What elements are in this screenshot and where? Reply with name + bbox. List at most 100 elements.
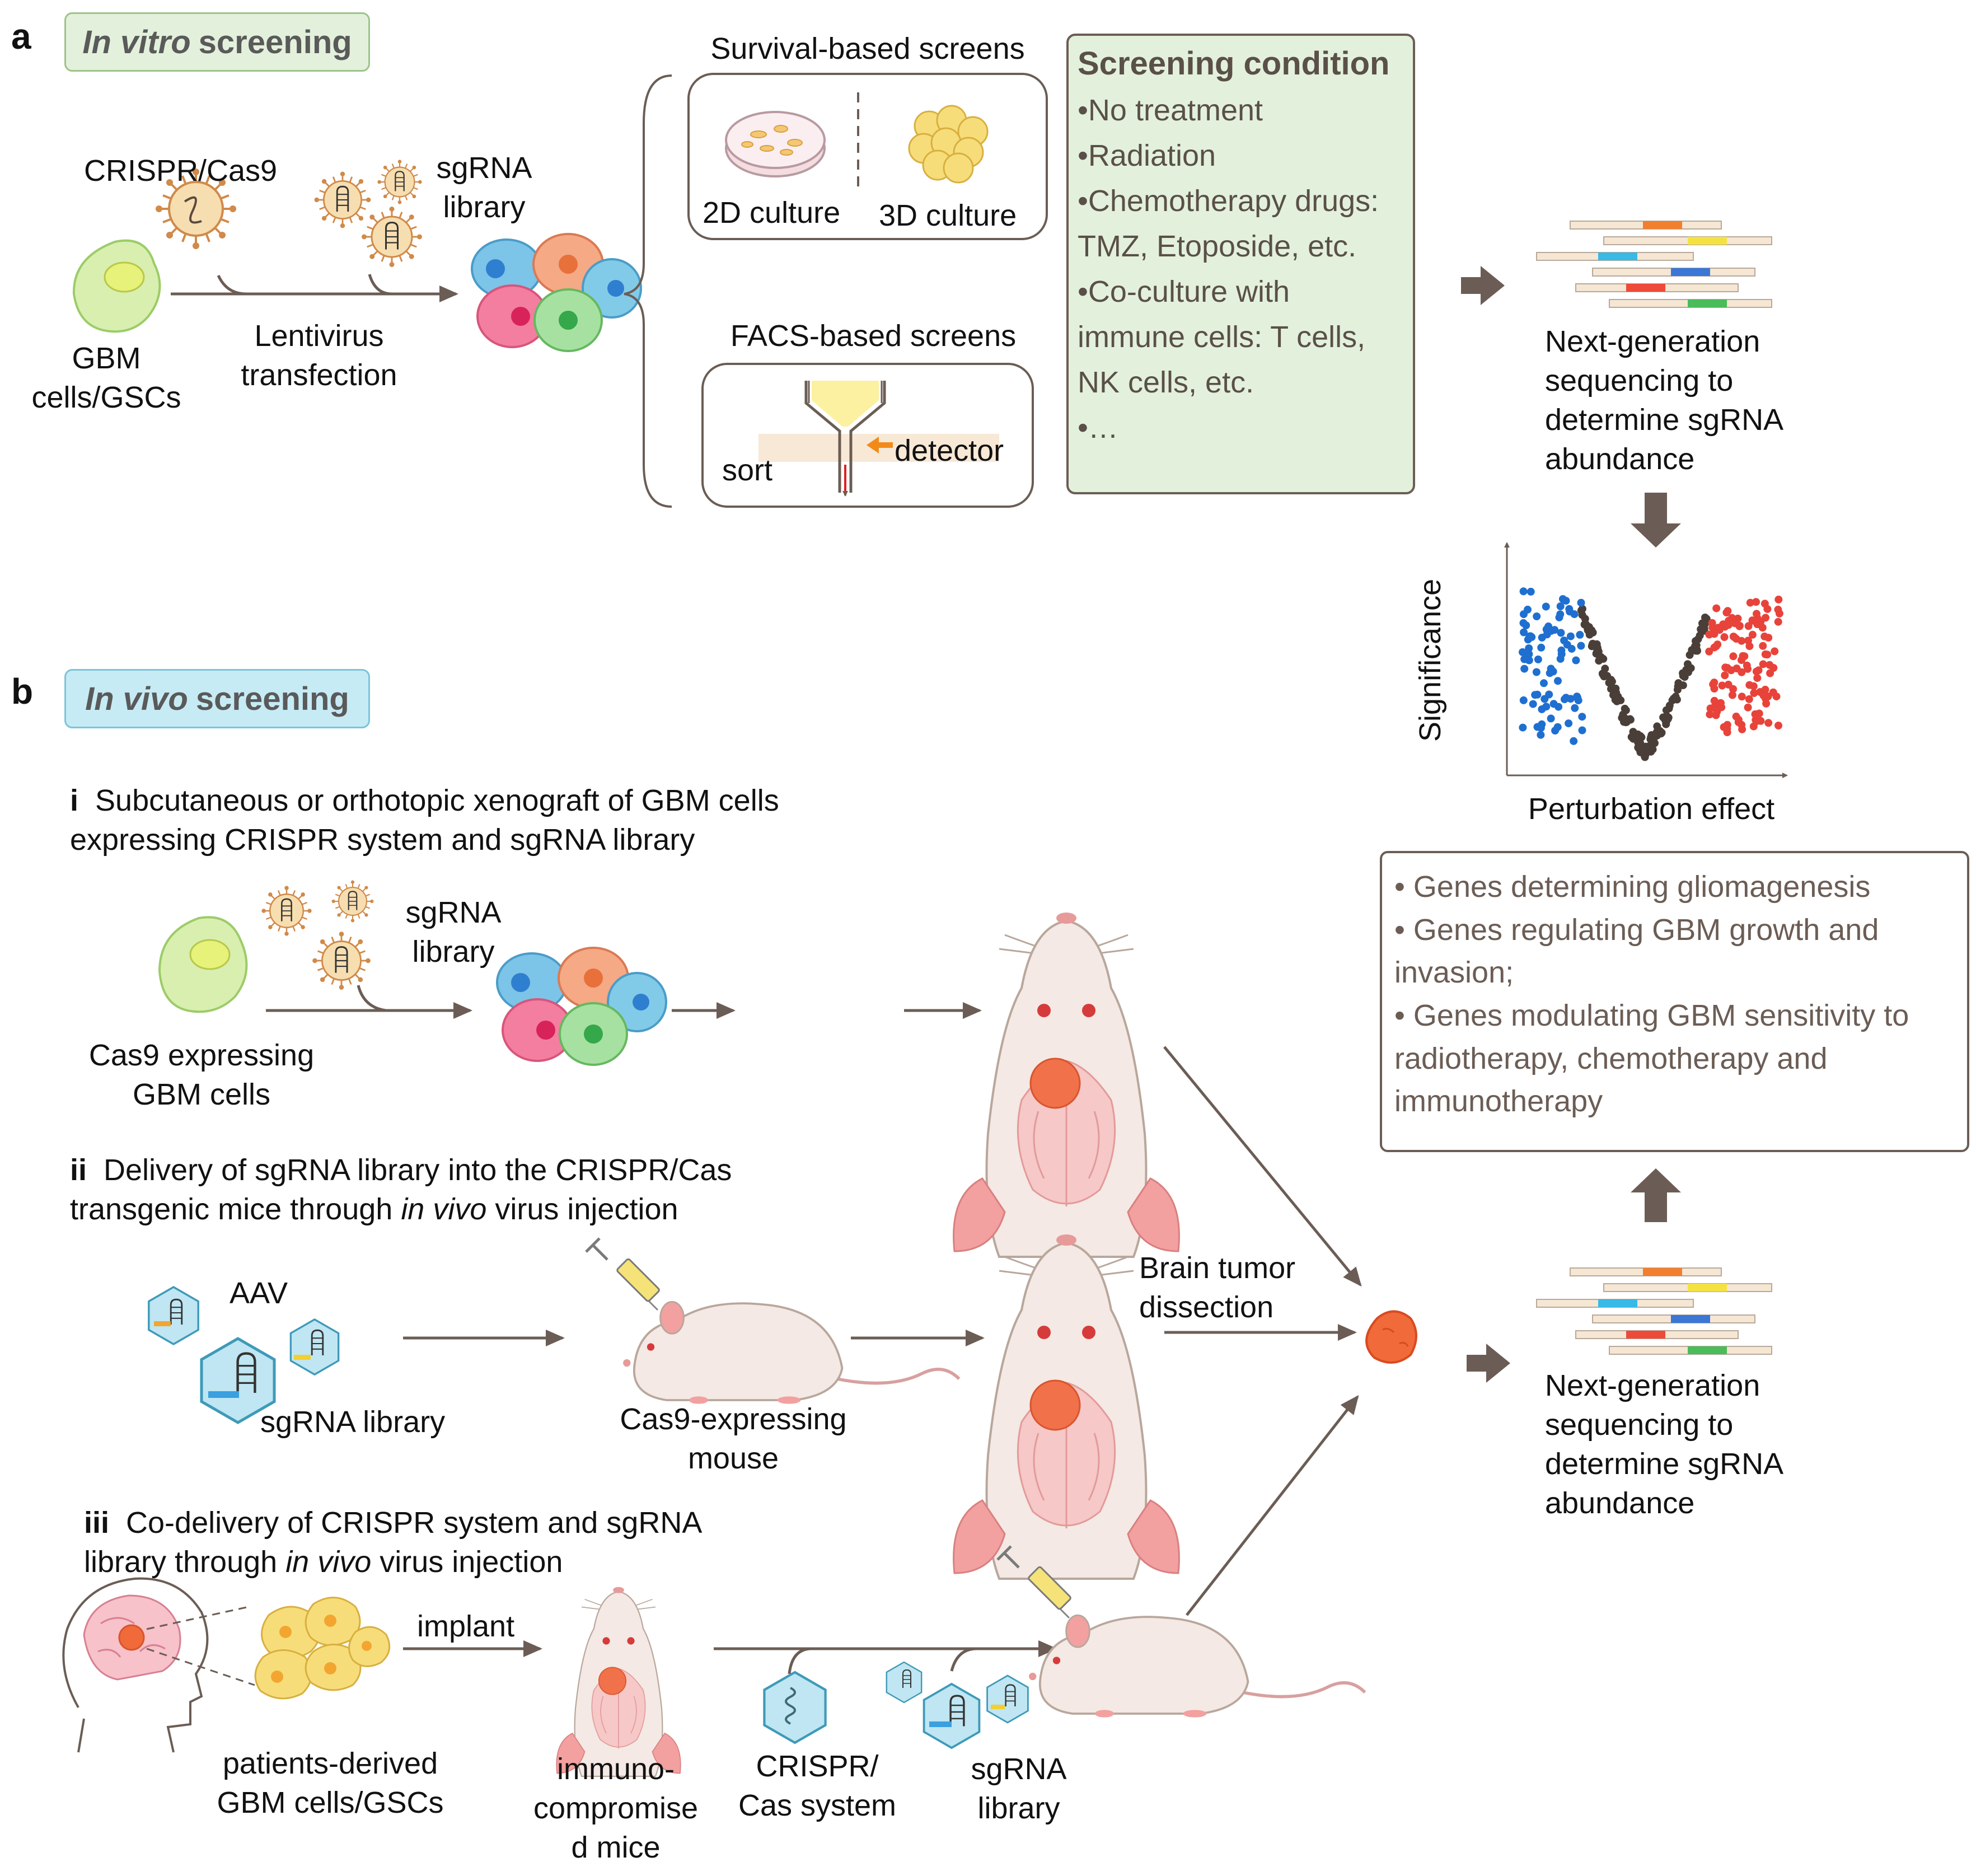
volcano-point bbox=[1748, 630, 1757, 639]
to-ngs-arrow-b bbox=[1467, 1344, 1510, 1383]
patients-1: patients-derived bbox=[222, 1747, 438, 1780]
volcano-point bbox=[1538, 633, 1546, 642]
cas9-mouse-2: mouse bbox=[687, 1442, 779, 1475]
volcano-point bbox=[1577, 598, 1585, 607]
volcano-point bbox=[1706, 710, 1714, 719]
results-box: • Genes determining gliomagenesis • Gene… bbox=[1380, 851, 1969, 1152]
volcano-points bbox=[1519, 587, 1783, 761]
volcano-point bbox=[1721, 671, 1729, 680]
human-head-icon bbox=[62, 1577, 209, 1753]
dissection-2: dissection bbox=[1139, 1290, 1274, 1324]
volcano-point bbox=[1542, 625, 1551, 634]
volcano-point bbox=[1527, 632, 1535, 640]
volcano-point bbox=[1718, 681, 1726, 690]
volcano-point bbox=[1759, 642, 1767, 650]
volcano-point bbox=[1570, 610, 1579, 619]
volcano-point bbox=[1570, 737, 1578, 745]
cas9-gbm-2: GBM cells bbox=[132, 1078, 271, 1111]
panel-a-letter: a bbox=[11, 16, 31, 57]
sgrna-label-2: library bbox=[443, 190, 526, 224]
implant-label: implant bbox=[417, 1610, 515, 1643]
volcano-point bbox=[1567, 644, 1576, 653]
badge-italic: In vivo bbox=[85, 680, 188, 717]
panel-b-letter: b bbox=[11, 671, 34, 712]
volcano-point bbox=[1751, 710, 1759, 718]
patients-2: GBM cells/GSCs bbox=[217, 1786, 444, 1819]
volcano-point bbox=[1728, 691, 1736, 699]
gbm-label-2: cells/GSCs bbox=[31, 381, 181, 414]
row-ii-italic: in vivo bbox=[401, 1192, 487, 1226]
row-iii-line2b: virus injection bbox=[371, 1545, 563, 1579]
ngs-b-line: determine sgRNA bbox=[1545, 1447, 1784, 1481]
volcano-point bbox=[1752, 667, 1760, 676]
volcano-point bbox=[1584, 626, 1592, 634]
volcano-point bbox=[1735, 622, 1744, 630]
volcano-point bbox=[1723, 728, 1731, 737]
volcano-axes bbox=[1504, 542, 1788, 778]
sgrna-virus-icons-i bbox=[261, 879, 374, 991]
volcano-point bbox=[1608, 685, 1617, 693]
volcano-point bbox=[1578, 726, 1586, 735]
volcano-point bbox=[1554, 677, 1562, 685]
volcano-point bbox=[1743, 661, 1751, 670]
volcano-point bbox=[1772, 693, 1781, 701]
sgrna-virus-icons bbox=[313, 159, 423, 268]
sgrna-iii-1: sgRNA bbox=[971, 1752, 1067, 1786]
volcano-point bbox=[1774, 605, 1782, 614]
screening-condition-box: Screening condition •No treatment •Radia… bbox=[1066, 34, 1415, 494]
badge-rest: screening bbox=[195, 680, 349, 717]
volcano-point bbox=[1760, 600, 1769, 608]
dissection-1: Brain tumor bbox=[1139, 1251, 1296, 1285]
volcano-point bbox=[1533, 612, 1541, 620]
volcano-point bbox=[1540, 679, 1548, 687]
ngs-a-line: sequencing to bbox=[1545, 364, 1734, 397]
sgrna-label-1: sgRNA bbox=[436, 151, 532, 185]
cas9-gbm-cell-icon bbox=[158, 916, 248, 1013]
injected-mouse-icon bbox=[1029, 1615, 1365, 1717]
immuno-3: d mice bbox=[571, 1831, 661, 1864]
sort-label: sort bbox=[722, 453, 773, 487]
volcano-point bbox=[1679, 672, 1687, 680]
crispr-cas-1: CRISPR/ bbox=[756, 1749, 879, 1783]
row-iii-line2a: library through bbox=[84, 1545, 286, 1579]
ngs-a-line: determine sgRNA bbox=[1545, 403, 1784, 437]
condition-line: •No treatment bbox=[1078, 93, 1263, 127]
cell-cluster-icon bbox=[471, 233, 642, 352]
volcano-point bbox=[1633, 732, 1641, 740]
row-ii-line1: Delivery of sgRNA library into the CRISP… bbox=[104, 1153, 732, 1187]
volcano-point bbox=[1520, 628, 1528, 637]
condition-line: •… bbox=[1078, 411, 1118, 445]
row-ii-title-2: transgenic mice through in vivo virus in… bbox=[70, 1190, 678, 1229]
volcano-point bbox=[1745, 642, 1754, 651]
volcano-point bbox=[1759, 660, 1767, 668]
volcano-point bbox=[1715, 626, 1724, 634]
volcano-point bbox=[1764, 634, 1773, 642]
volcano-point bbox=[1682, 666, 1691, 674]
condition-line: NK cells, etc. bbox=[1078, 366, 1254, 399]
volcano-point bbox=[1710, 685, 1719, 693]
cas9-gbm-1: Cas9 expressing bbox=[88, 1038, 315, 1072]
lentivirus-label-2: transfection bbox=[241, 358, 397, 392]
volcano-point bbox=[1696, 631, 1704, 640]
row-iii-line1: Co-delivery of CRISPR system and sgRNA bbox=[126, 1506, 703, 1540]
volcano-point bbox=[1542, 703, 1551, 711]
volcano-point bbox=[1529, 700, 1537, 708]
crispr-cas-2: Cas system bbox=[738, 1789, 897, 1822]
volcano-point bbox=[1573, 693, 1581, 701]
row-i-line1: Subcutaneous or orthotopic xenograft of … bbox=[95, 784, 779, 817]
ngs-a-line: Next-generation bbox=[1545, 325, 1760, 358]
result-line: • Genes determining gliomagenesis bbox=[1394, 870, 1871, 904]
volcano-point bbox=[1739, 652, 1747, 660]
ngs-reads-b bbox=[1536, 1267, 1772, 1355]
volcano-point bbox=[1671, 693, 1680, 701]
result-line: immunotherapy bbox=[1394, 1084, 1603, 1119]
volcano-point bbox=[1599, 670, 1607, 679]
volcano-point bbox=[1626, 715, 1634, 723]
volcano-point bbox=[1701, 614, 1709, 621]
lentivirus-label-1: Lentivirus bbox=[254, 319, 384, 353]
badge-rest: screening bbox=[198, 24, 352, 60]
volcano-point bbox=[1771, 647, 1779, 656]
volcano-point bbox=[1520, 610, 1528, 619]
